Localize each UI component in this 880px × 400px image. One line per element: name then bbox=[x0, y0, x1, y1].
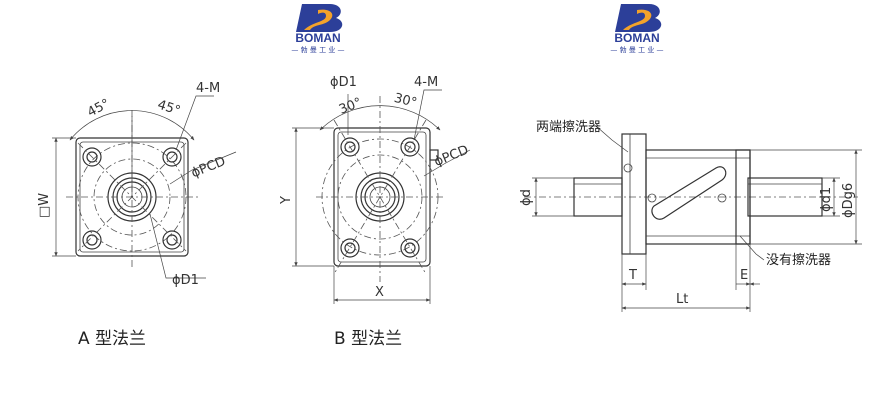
no-wiper-label: 没有擦洗器 bbox=[766, 253, 831, 268]
brand-text: BOMAN bbox=[295, 31, 340, 45]
view-a-w-label: □W bbox=[37, 193, 52, 218]
view-a-angle-label: 45° bbox=[85, 96, 112, 120]
view-a-m-label: 4-M bbox=[196, 81, 220, 96]
view-b-d1-label: ϕD1 bbox=[330, 75, 357, 90]
view-a-angle-label-2: 45° bbox=[155, 98, 182, 119]
dg6-label: ϕDg6 bbox=[841, 183, 856, 218]
caption-a: A 型法兰 bbox=[78, 329, 147, 349]
brand-tagline: — 勃 曼 工 业 — bbox=[291, 45, 344, 54]
d1-label: ϕd1 bbox=[819, 187, 834, 212]
logo-right: BOMAN — 勃 曼 工 业 — bbox=[610, 4, 664, 54]
view-b-angle-label: 30° bbox=[337, 95, 364, 118]
wiper-label: 两端擦洗器 bbox=[536, 120, 601, 135]
view-a-d1-label: ϕD1 bbox=[172, 273, 199, 288]
logo-left: BOMAN — 勃 曼 工 业 — bbox=[291, 4, 345, 54]
brand-text: BOMAN bbox=[614, 31, 659, 45]
view-b-angle-label-2: 30° bbox=[392, 91, 418, 111]
e-label: E bbox=[740, 268, 748, 283]
view-b-flange: ϕD1 4-M 30° 30° ϕPCD Y X bbox=[279, 75, 471, 304]
view-b-m-label: 4-M bbox=[414, 75, 438, 90]
brand-tagline: — 勃 曼 工 业 — bbox=[610, 45, 663, 54]
view-b-y-label: Y bbox=[279, 196, 294, 205]
view-a-flange: 45° 45° 4-M ϕPCD □W ϕD1 bbox=[37, 81, 237, 288]
caption-b: B 型法兰 bbox=[334, 329, 403, 349]
view-a-pcd-label: ϕPCD bbox=[189, 154, 228, 181]
d-label: ϕd bbox=[519, 189, 534, 206]
t-label: T bbox=[628, 268, 637, 283]
lt-label: Lt bbox=[676, 292, 688, 307]
view-b-x-label: X bbox=[375, 285, 384, 300]
view-b-pcd-label: ϕPCD bbox=[432, 143, 471, 170]
side-view: 两端擦洗器 没有擦洗器 ϕd ϕd1 ϕDg6 T E Lt bbox=[519, 120, 862, 312]
